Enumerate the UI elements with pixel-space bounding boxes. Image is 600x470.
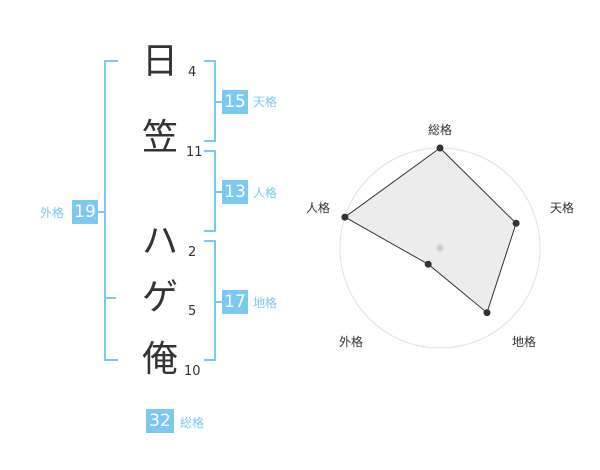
gaikaku-bracket	[104, 60, 118, 361]
gaikaku-connector	[98, 211, 106, 213]
tenkaku-label: 天格	[253, 95, 278, 109]
radar-polygon	[343, 147, 517, 314]
radar-point-gaikaku	[424, 260, 432, 268]
radar-point-chikaku	[483, 309, 491, 317]
radar-point-tenkaku	[512, 219, 520, 227]
radar-label-jinkaku: 人格	[306, 201, 331, 215]
soukaku-label: 総格	[180, 416, 205, 430]
radar-point-soukaku	[436, 144, 444, 152]
chikaku-connector	[214, 301, 222, 303]
soukaku-badge: 32	[146, 409, 174, 433]
jinkaku-badge: 13	[222, 180, 248, 204]
radar-label-chikaku: 地格	[512, 335, 537, 349]
tenkaku-badge: 15	[222, 90, 248, 114]
name-char-3-strokes: 2	[188, 245, 197, 260]
chikaku-bracket	[204, 240, 216, 361]
jinkaku-label: 人格	[253, 186, 278, 200]
radar-label-gaikaku: 外格	[339, 335, 364, 349]
name-char-3: ハ	[141, 221, 178, 262]
name-char-2-strokes: 11	[186, 145, 203, 160]
radar-center-dot	[436, 244, 444, 252]
name-char-1-strokes: 4	[188, 65, 197, 80]
radar-label-tenkaku: 天格	[550, 201, 575, 215]
jinkaku-connector	[214, 191, 222, 193]
name-char-1: 日	[141, 41, 178, 82]
gaikaku-badge: 19	[72, 200, 98, 224]
name-char-5: 俺	[141, 339, 178, 380]
chikaku-label: 地格	[253, 296, 278, 310]
radar-point-jinkaku	[341, 213, 349, 221]
radar-points	[341, 144, 520, 317]
name-char-5-strokes: 10	[184, 364, 201, 379]
gaikaku-bracket-mid-tick	[104, 297, 116, 299]
chikaku-badge: 17	[222, 290, 248, 314]
name-char-2: 笠	[141, 117, 178, 158]
name-char-4: ゲ	[141, 277, 178, 318]
tenkaku-connector	[214, 101, 222, 103]
radar-label-soukaku: 総格	[428, 123, 453, 137]
name-char-4-strokes: 5	[188, 304, 197, 319]
gaikaku-label: 外格	[40, 206, 65, 220]
